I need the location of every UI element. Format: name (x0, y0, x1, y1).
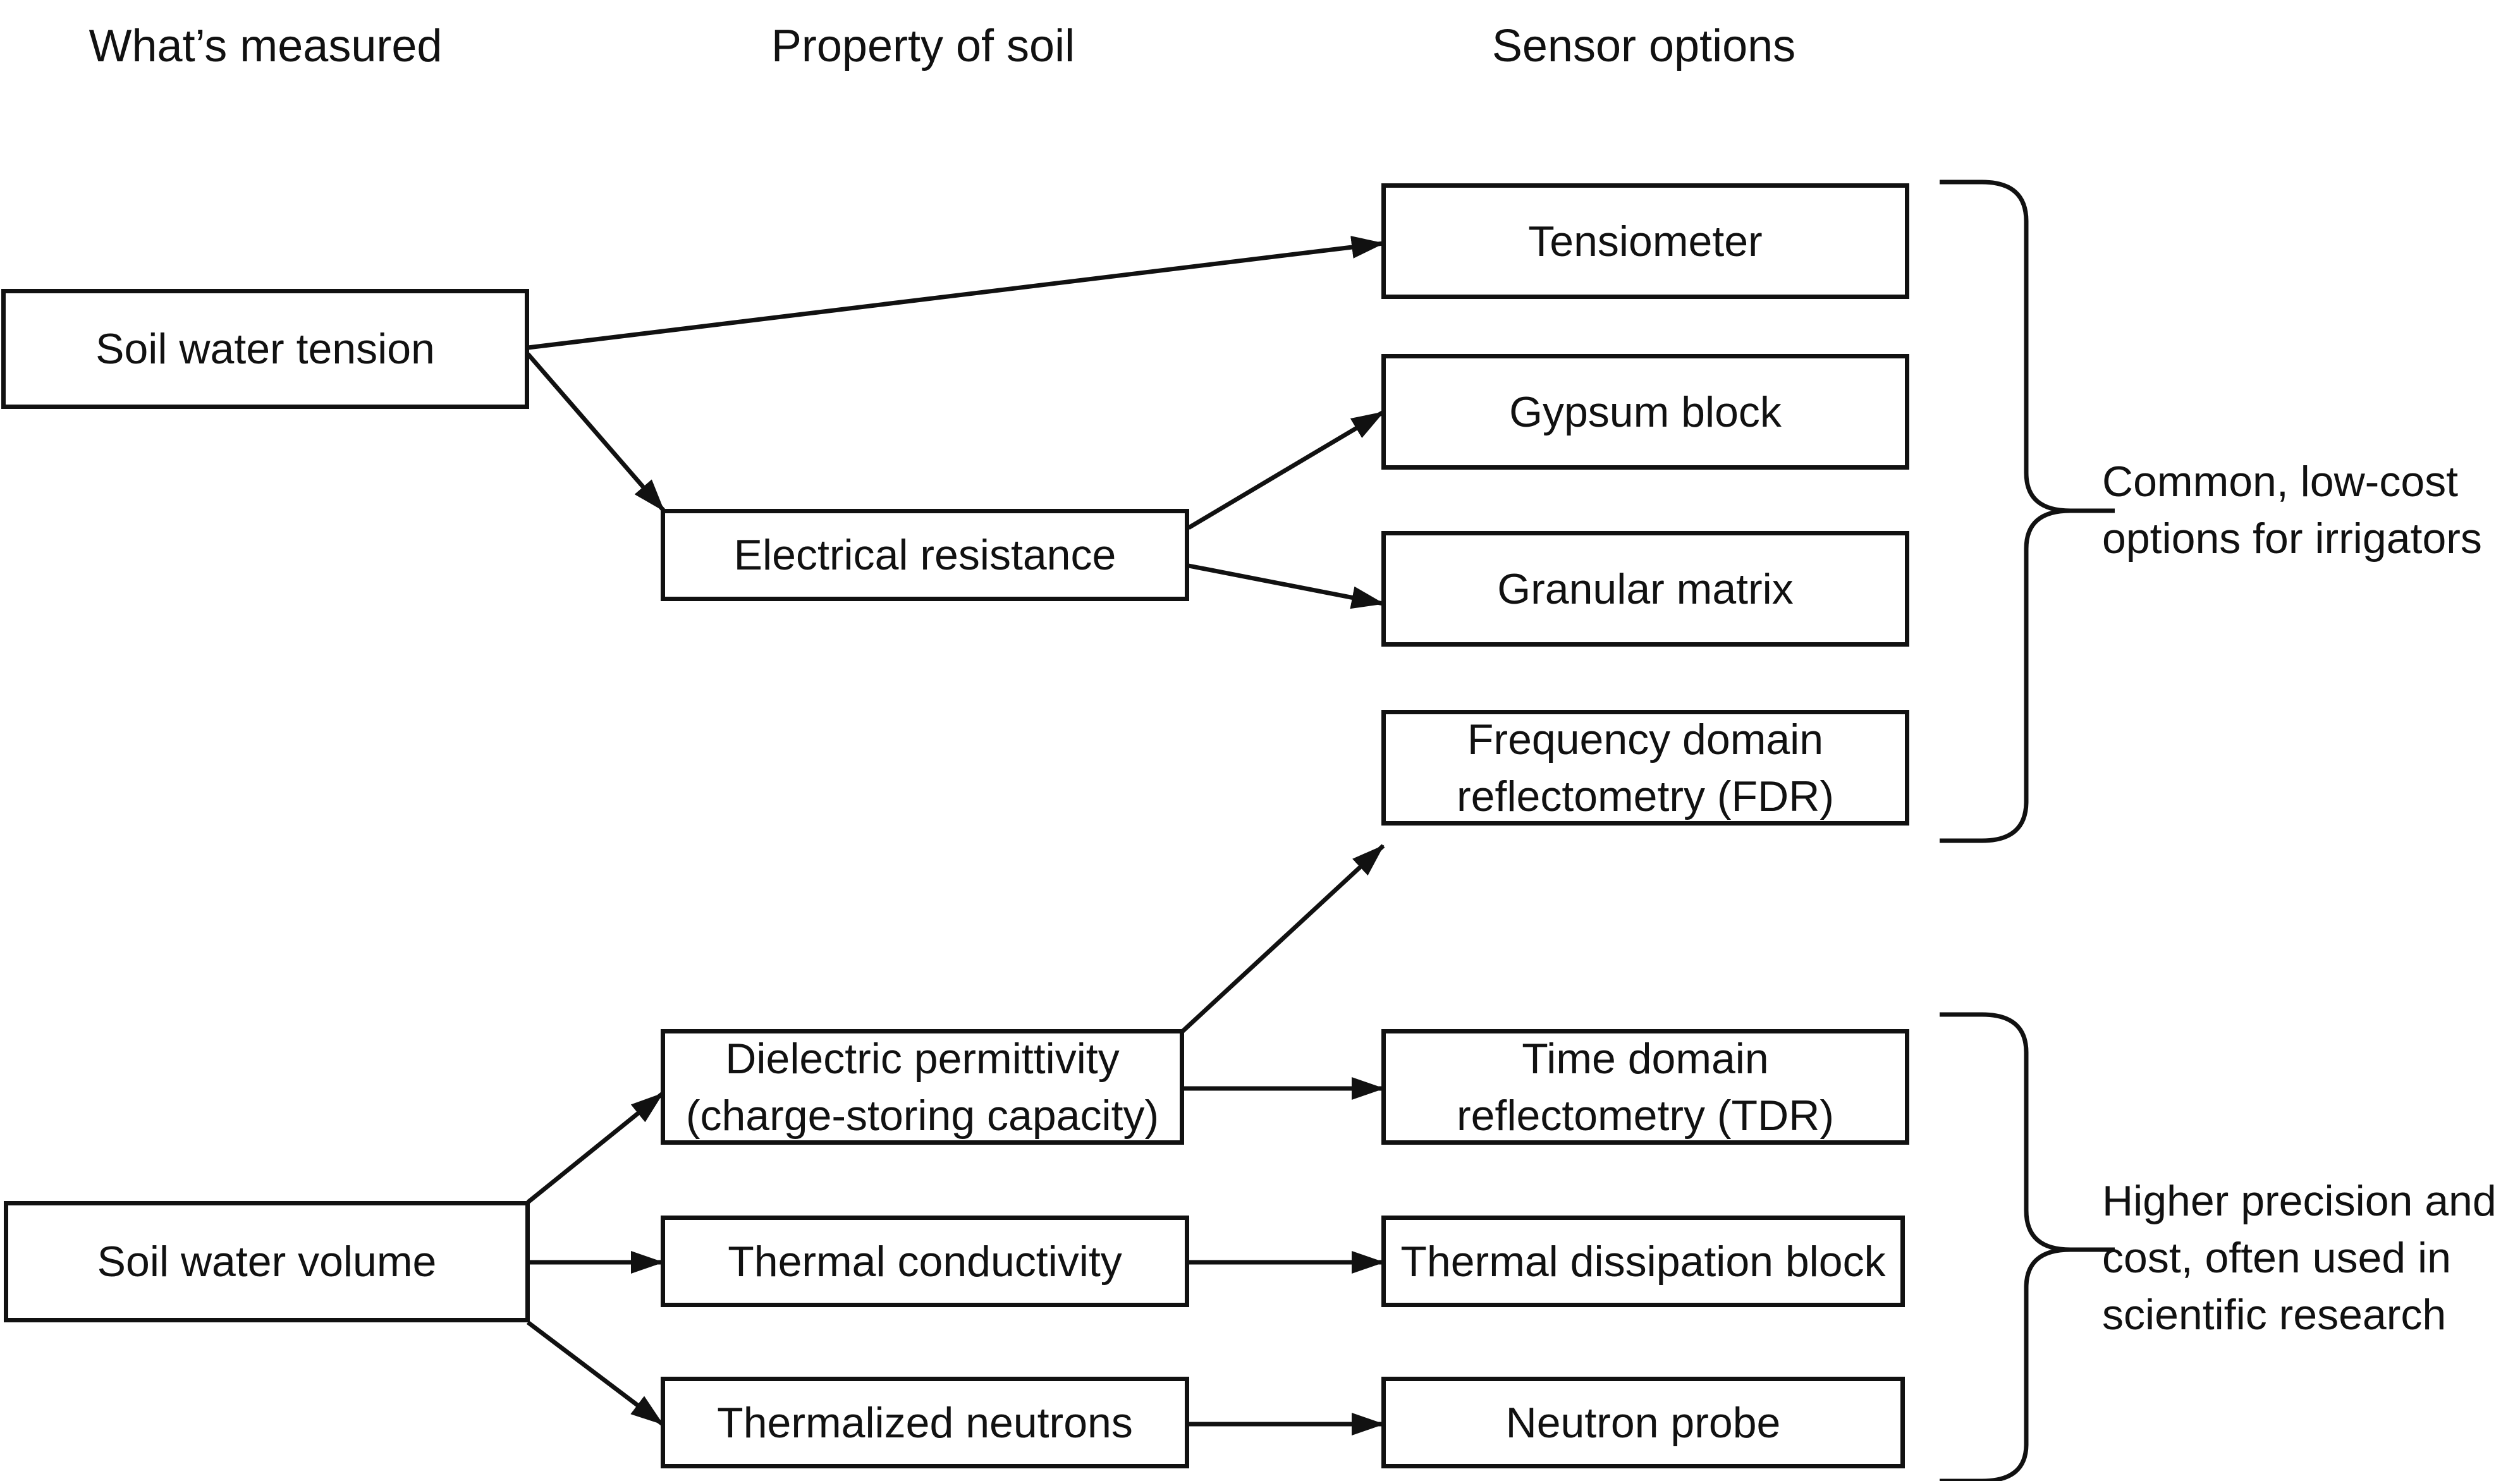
arrow-dielectric-to-fdr (1180, 844, 1385, 1033)
header-property-of-soil: Property of soil (771, 21, 1075, 71)
box-electrical-resistance: Electrical resistance (661, 509, 1189, 601)
arrow-resistance-to-gypsum (1187, 410, 1385, 530)
box-soil-water-volume: Soil water volume (4, 1201, 530, 1322)
box-tensiometer: Tensiometer (1381, 183, 1909, 299)
brace-low-cost (1940, 180, 2115, 843)
box-thermalized-neutrons: Thermalized neutrons (661, 1377, 1189, 1468)
arrow-volume-to-dielectric (526, 1092, 664, 1204)
box-dielectric-permittivity: Dielectric permittivity (charge-storing … (661, 1029, 1184, 1145)
box-thermal-conductivity: Thermal conductivity (661, 1216, 1189, 1307)
arrow-tension-to-tensiometer (527, 236, 1385, 350)
box-fdr: Frequency domain reflectometry (FDR) (1381, 710, 1909, 826)
box-tdr: Time domain reflectometry (TDR) (1381, 1029, 1909, 1145)
box-gypsum-block: Gypsum block (1381, 354, 1909, 470)
arrow-tension-to-resistance (526, 352, 666, 513)
note-high-precision: Higher precision and cost, often used in… (2102, 1177, 2497, 1339)
box-neutron-probe: Neutron probe (1381, 1377, 1905, 1468)
arrow-resistance-to-granular (1188, 563, 1385, 609)
header-whats-measured: What’s measured (89, 21, 443, 71)
note-low-cost: Common, low-cost options for irrigators (2102, 458, 2482, 563)
box-granular-matrix: Granular matrix (1381, 531, 1909, 647)
box-thermal-dissipation-block: Thermal dissipation block (1381, 1216, 1905, 1307)
header-sensor-options: Sensor options (1491, 21, 1796, 71)
box-soil-water-tension: Soil water tension (1, 289, 529, 409)
brace-high-precision (1940, 1012, 2115, 1481)
arrow-volume-to-neutrons (526, 1320, 664, 1426)
